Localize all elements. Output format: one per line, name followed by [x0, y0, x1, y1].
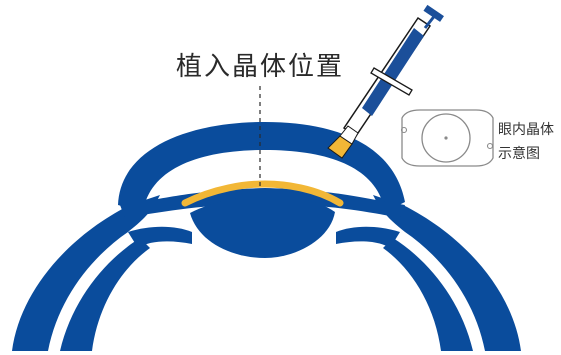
anterior-chamber-right	[302, 179, 370, 193]
syringe-nozzle	[339, 125, 359, 145]
inner-sclera-right	[383, 238, 473, 351]
implanted-lens	[181, 180, 344, 207]
crystalline-lens	[190, 196, 335, 258]
lens-haptic-hole-right	[486, 142, 494, 150]
lens-schematic-label-line1: 眼内晶体	[498, 122, 554, 138]
syringe-flange	[370, 67, 413, 96]
lens-plate-outline	[401, 109, 494, 167]
syringe-icon	[327, 4, 444, 159]
eye-shell	[12, 195, 521, 351]
intraocular-lens-icon	[400, 109, 494, 167]
anterior-chamber-left	[160, 179, 228, 193]
inner-sclera-left	[60, 238, 150, 351]
syringe-fill	[362, 28, 424, 116]
ciliary-right	[336, 226, 400, 248]
placement-label: 植入晶体位置	[176, 52, 345, 82]
outer-sclera-right	[373, 195, 521, 351]
ciliary-left	[128, 226, 192, 248]
syringe-plunger-cap	[423, 4, 444, 22]
lens-center-dot	[444, 136, 448, 140]
outer-sclera-left	[12, 195, 160, 351]
lens-optic	[421, 113, 471, 163]
lens-schematic-label: 眼内晶体 示意图	[498, 118, 558, 166]
lens-haptic-hole-left	[400, 126, 408, 134]
lens-schematic-label-line2: 示意图	[498, 146, 540, 162]
